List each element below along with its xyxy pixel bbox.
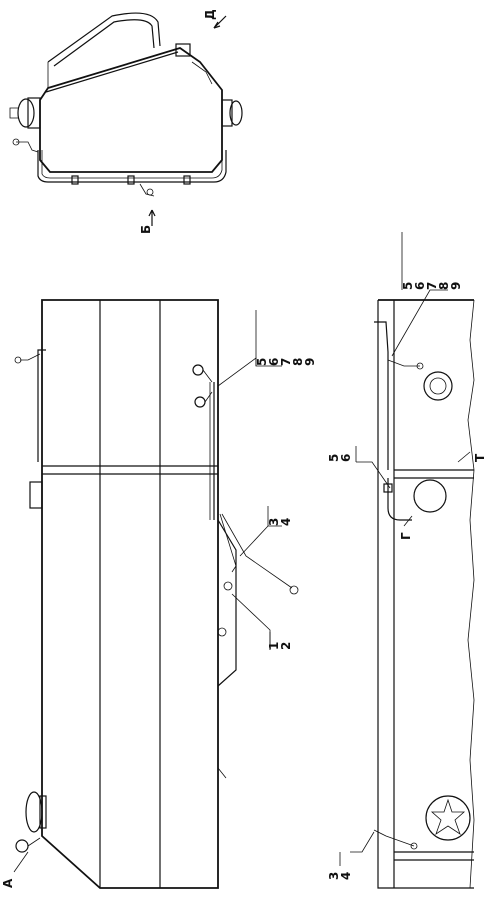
end-view [9,12,243,226]
callout-side-5-9: 5 6 7 8 9 [255,358,317,366]
label-view-a: А [1,878,15,888]
callout-detail-5-9: 5 6 7 8 9 [401,282,463,290]
svg-text:1: 1 [267,642,281,650]
callout-detail-3-4: 3 4 [327,872,353,880]
svg-text:9: 9 [303,358,317,366]
svg-text:8: 8 [437,282,451,290]
svg-text:9: 9 [449,282,463,290]
callout-side-1-2: 1 2 [267,642,293,650]
svg-text:8: 8 [291,358,305,366]
svg-text:4: 4 [339,872,353,880]
label-view-d: Д [203,9,217,20]
svg-text:4: 4 [279,518,293,526]
svg-text:6: 6 [267,358,281,366]
label-section-g: Г [399,532,413,540]
svg-text:3: 3 [267,518,281,526]
svg-text:5: 5 [327,454,341,462]
side-view [13,299,299,889]
svg-text:5: 5 [255,358,269,366]
svg-text:2: 2 [279,642,293,650]
svg-text:5: 5 [401,282,415,290]
detail-view [350,289,475,889]
svg-text:3: 3 [327,872,341,880]
callout-detail-5-6: 5 6 [327,454,353,462]
svg-text:7: 7 [279,358,293,366]
svg-text:6: 6 [339,454,353,462]
label-section-t: Т [473,453,487,462]
svg-text:6: 6 [413,282,427,290]
svg-text:7: 7 [425,282,439,290]
callout-side-3-4: 3 4 [267,518,293,526]
label-view-b: Б [139,225,153,234]
